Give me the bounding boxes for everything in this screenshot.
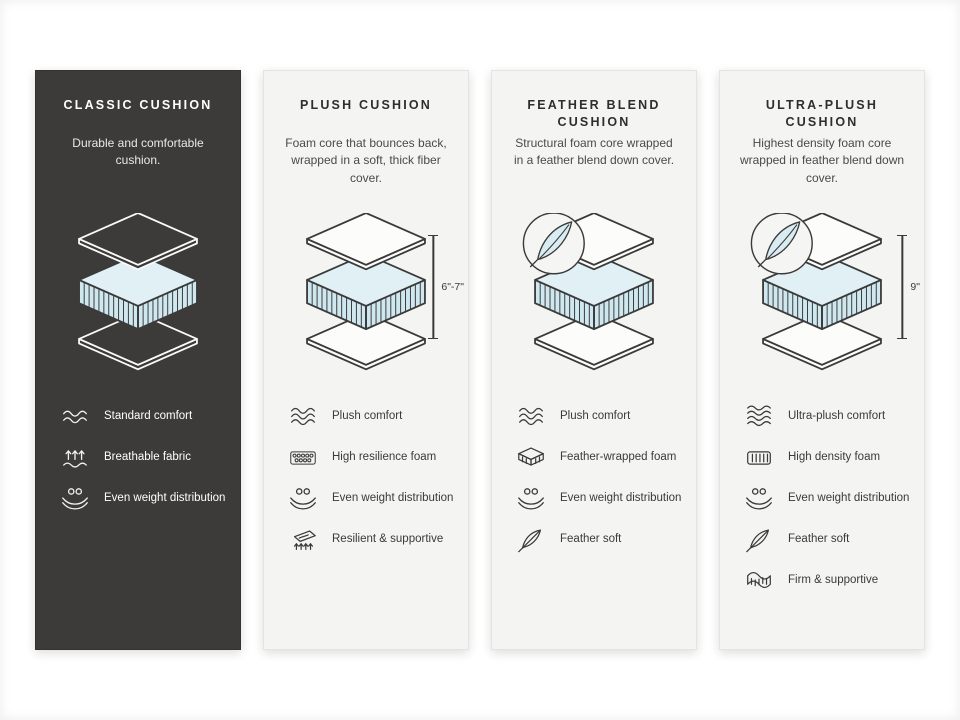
cushion-layers-illustration: 6"-7"	[278, 199, 464, 385]
dimension-line	[428, 235, 439, 339]
cushion-layers-illustration: 9"	[734, 199, 920, 385]
feature-label: Resilient & supportive	[332, 532, 444, 545]
feature-label: Breathable fabric	[104, 450, 191, 463]
feature-label: High resilience foam	[332, 450, 437, 463]
card-plush-cushion: PLUSH CUSHION Foam core that bounces bac…	[263, 70, 469, 650]
feature-item: Feather soft	[514, 524, 682, 554]
height-dimension: 6"-7"	[428, 235, 464, 339]
feature-item: Standard comfort	[58, 401, 226, 431]
card-classic-cushion: CLASSIC CUSHION Durable and comfortable …	[35, 70, 241, 650]
feature-list: Standard comfort Breathable fabric Even …	[50, 401, 226, 513]
feature-label: Standard comfort	[104, 409, 193, 422]
feature-item: Even weight distribution	[58, 483, 226, 513]
card-ultra-plush-cushion: ULTRA-PLUSH CUSHION Highest density foam…	[719, 70, 925, 650]
waves-icon	[742, 402, 776, 430]
waves-icon	[286, 402, 320, 430]
feature-label: Even weight distribution	[104, 491, 226, 504]
feature-list: Plush comfort High resilience foam Even …	[278, 401, 454, 554]
feather-icon	[514, 525, 548, 553]
card-description: Foam core that bounces back, wrapped in …	[285, 136, 447, 185]
card-description: Structural foam core wrapped in a feathe…	[513, 136, 675, 168]
card-title: CLASSIC CUSHION	[63, 98, 213, 112]
feature-item: Firm & supportive	[742, 565, 910, 595]
feature-list: Ultra-plush comfort High density foam Ev…	[734, 401, 910, 595]
cushion-stack-drawing	[750, 212, 898, 372]
feather-icon	[742, 525, 776, 553]
cushion-stack-drawing	[522, 212, 670, 372]
cushion-stack-drawing	[290, 213, 442, 372]
card-title: PLUSH CUSHION	[299, 98, 433, 112]
card-feather-blend-cushion: FEATHER BLEND CUSHION Structural foam co…	[491, 70, 697, 650]
feature-label: Even weight distribution	[788, 491, 910, 504]
feature-item: Feather soft	[742, 524, 910, 554]
feather-badge-icon	[522, 212, 585, 274]
cushion-layers-illustration	[50, 199, 226, 385]
cushion-layers-illustration	[506, 199, 682, 385]
waves-icon	[58, 402, 92, 430]
feature-list: Plush comfort Feather-wrapped foam Even …	[506, 401, 682, 554]
breathable-icon	[58, 443, 92, 471]
height-dimension: 9"	[897, 235, 920, 339]
feature-label: Feather-wrapped foam	[560, 450, 677, 463]
feature-item: Plush comfort	[286, 401, 454, 431]
weight-distribution-icon	[286, 484, 320, 512]
weight-distribution-icon	[58, 484, 92, 512]
foam-cells-icon	[286, 443, 320, 471]
feature-label: Firm & supportive	[788, 573, 879, 586]
card-description: Highest density foam core wrapped in fea…	[739, 136, 905, 185]
feature-label: Ultra-plush comfort	[788, 409, 886, 422]
weight-distribution-icon	[742, 484, 776, 512]
density-foam-icon	[742, 443, 776, 471]
card-title: FEATHER BLEND CUSHION	[527, 98, 661, 129]
card-title: ULTRA-PLUSH CUSHION	[765, 98, 879, 129]
feature-item: Breathable fabric	[58, 442, 226, 472]
dimension-line	[897, 235, 908, 339]
weight-distribution-icon	[514, 484, 548, 512]
feature-item: High density foam	[742, 442, 910, 472]
springs-icon	[286, 525, 320, 553]
feature-label: Feather soft	[560, 532, 622, 545]
feature-label: Even weight distribution	[560, 491, 682, 504]
feature-label: High density foam	[788, 450, 881, 463]
feature-label: Plush comfort	[332, 409, 403, 422]
feature-item: Even weight distribution	[286, 483, 454, 513]
feature-item: Even weight distribution	[514, 483, 682, 513]
waves-icon	[514, 402, 548, 430]
feature-label: Feather soft	[788, 532, 850, 545]
feature-label: Plush comfort	[560, 409, 631, 422]
feature-item: Even weight distribution	[742, 483, 910, 513]
height-label: 9"	[910, 281, 920, 293]
feather-badge-icon	[750, 212, 813, 274]
feature-item: Ultra-plush comfort	[742, 401, 910, 431]
card-description: Durable and comfortable cushion.	[72, 136, 204, 168]
firm-supportive-icon	[742, 566, 776, 594]
feature-item: High resilience foam	[286, 442, 454, 472]
feature-label: Even weight distribution	[332, 491, 454, 504]
height-label: 6"-7"	[441, 281, 464, 293]
cushion-stack-drawing	[62, 213, 214, 372]
feature-item: Plush comfort	[514, 401, 682, 431]
foam-block-icon	[514, 443, 548, 471]
feature-item: Feather-wrapped foam	[514, 442, 682, 472]
feature-item: Resilient & supportive	[286, 524, 454, 554]
